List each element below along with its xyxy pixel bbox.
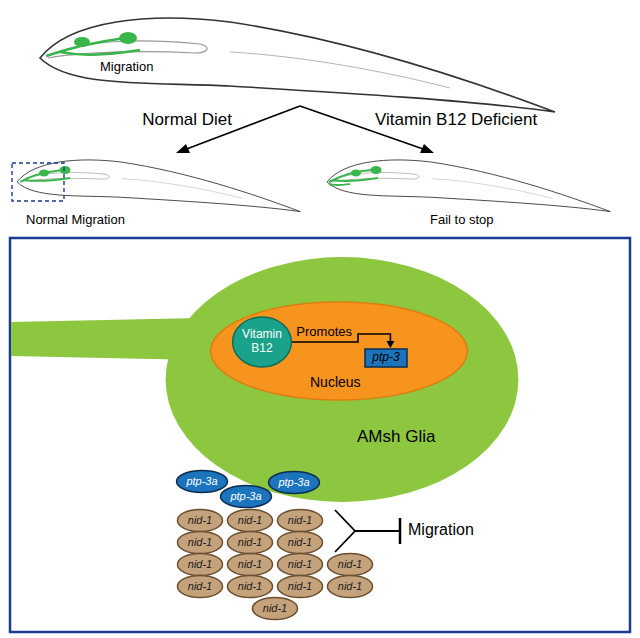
dashed-bracket	[12, 163, 64, 201]
glia-cell: AMsh Glia Nucleus Vitamin B12 ptp-3 Promotes	[162, 252, 522, 507]
protein-oval: nid-1	[277, 575, 323, 598]
protein-oval: ptp-3a	[268, 471, 320, 494]
node-text: ptp-3a	[230, 490, 261, 503]
worm-deficient	[327, 160, 610, 212]
text-label: Migration	[100, 60, 153, 75]
panel-frame	[10, 238, 630, 632]
inhibition-symbol	[335, 510, 400, 552]
node-text: Vitamin B12	[239, 328, 285, 356]
protein-oval: nid-1	[327, 575, 373, 598]
protein-oval-outline	[177, 531, 222, 553]
vitamin-ellipse-outline	[233, 317, 292, 367]
node-text: nid-1	[288, 558, 312, 571]
node-text: nid-1	[188, 558, 212, 571]
protein-oval: nid-1	[227, 509, 273, 532]
node-text: ptp-3a	[186, 475, 217, 488]
node-text: nid-1	[238, 580, 262, 593]
node-text: nid-1	[238, 558, 262, 571]
protein-oval-outline	[327, 575, 372, 597]
protein-oval-outline	[177, 575, 222, 597]
protein-oval: ptp-3a	[220, 485, 272, 508]
protein-oval-outline	[227, 509, 272, 531]
node-text: nid-1	[238, 514, 262, 527]
protein-oval-outline	[227, 575, 272, 597]
node-text: nid-1	[288, 536, 312, 549]
protein-oval-outline	[227, 531, 272, 553]
protein-oval-outline	[252, 597, 297, 619]
nucleus-outline	[211, 302, 468, 400]
nucleus: Nucleus Vitamin B12 ptp-3 Promotes	[208, 300, 470, 402]
protein-oval-outline	[269, 471, 320, 493]
protein-oval: nid-1	[177, 575, 223, 598]
protein-oval: nid-1	[177, 553, 223, 576]
protein-oval-outline	[327, 553, 372, 575]
protein-oval: nid-1	[327, 553, 373, 576]
protein-oval-outline	[177, 509, 222, 531]
gene-box: ptp-3	[364, 348, 408, 368]
node-text: nid-1	[188, 514, 212, 527]
protein-oval: nid-1	[252, 597, 298, 620]
protein-oval-outline	[177, 470, 228, 492]
text-label: Vitamin B12 Deficient	[375, 110, 537, 130]
node-text: nid-1	[238, 536, 262, 549]
text-label: Normal Migration	[26, 213, 125, 228]
text-label: Normal Diet	[142, 110, 232, 130]
node-text: nid-1	[288, 580, 312, 593]
protein-oval: nid-1	[277, 509, 323, 532]
node-text: nid-1	[188, 536, 212, 549]
worm-top	[40, 18, 555, 112]
worm-normal	[12, 160, 300, 212]
vitamin-ellipse: Vitamin B12	[232, 316, 292, 368]
protein-oval: nid-1	[277, 531, 323, 554]
protein-oval-outline	[277, 553, 322, 575]
node-text: nid-1	[188, 580, 212, 593]
protein-oval: nid-1	[227, 531, 273, 554]
protein-oval: nid-1	[177, 531, 223, 554]
node-text: nid-1	[338, 580, 362, 593]
node-text: AMsh Glia	[357, 427, 435, 447]
protein-oval-outline	[277, 575, 322, 597]
protein-oval-outline	[227, 553, 272, 575]
node-text: ptp-3a	[278, 476, 309, 489]
protein-oval-outline	[277, 509, 322, 531]
protein-oval-outline	[221, 485, 272, 507]
protein-oval: nid-1	[227, 553, 273, 576]
node-text: ptp-3	[372, 351, 399, 365]
text-label: Fail to stop	[430, 213, 494, 228]
gene-box-outline	[365, 349, 407, 367]
node-text: nid-1	[338, 558, 362, 571]
node-text: nid-1	[263, 602, 287, 615]
protein-oval: nid-1	[177, 509, 223, 532]
text-label: Migration	[408, 521, 474, 539]
glia-cell-outline	[166, 257, 519, 502]
protein-oval: nid-1	[227, 575, 273, 598]
arrowhead	[386, 341, 394, 348]
protein-oval-outline	[177, 553, 222, 575]
protein-oval: nid-1	[277, 553, 323, 576]
node-text: Nucleus	[310, 374, 361, 390]
edge-label: Promotes	[296, 325, 352, 340]
protein-oval-outline	[277, 531, 322, 553]
protein-oval: ptp-3a	[176, 470, 228, 493]
node-text: nid-1	[288, 514, 312, 527]
